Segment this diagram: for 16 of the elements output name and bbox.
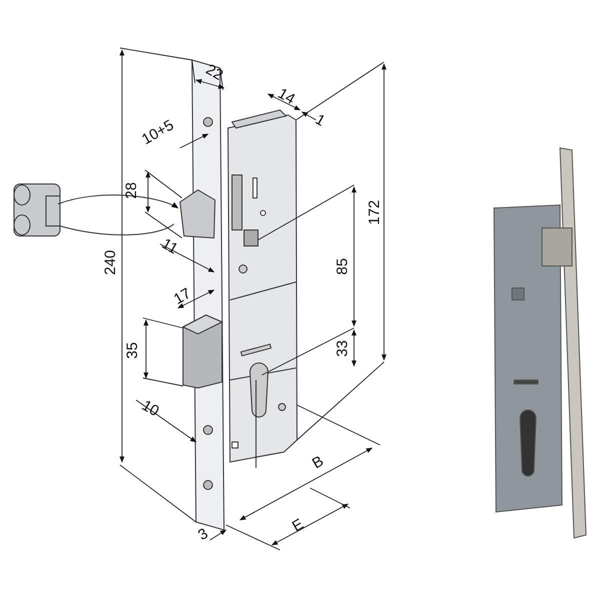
dimension-label: 11	[159, 236, 180, 256]
dimension-label: 1	[312, 111, 328, 129]
dimension-label: B	[310, 453, 326, 471]
dimension-label: 22	[202, 61, 225, 83]
dimension-label: 35	[124, 342, 140, 358]
dimension-label: 10	[138, 397, 161, 419]
dimension-label: 28	[123, 182, 138, 198]
dimension-label: 10+5	[140, 117, 176, 147]
dimension-label: 14	[274, 85, 297, 107]
dimension-label: 17	[170, 285, 193, 307]
dimension-label: 33	[334, 340, 350, 356]
dimension-label: 85	[334, 258, 350, 274]
dimension-label: E	[290, 516, 306, 534]
dimension-label: 240	[102, 249, 118, 275]
dimension-label: 3	[196, 525, 211, 543]
dimension-label: 172	[366, 199, 382, 225]
